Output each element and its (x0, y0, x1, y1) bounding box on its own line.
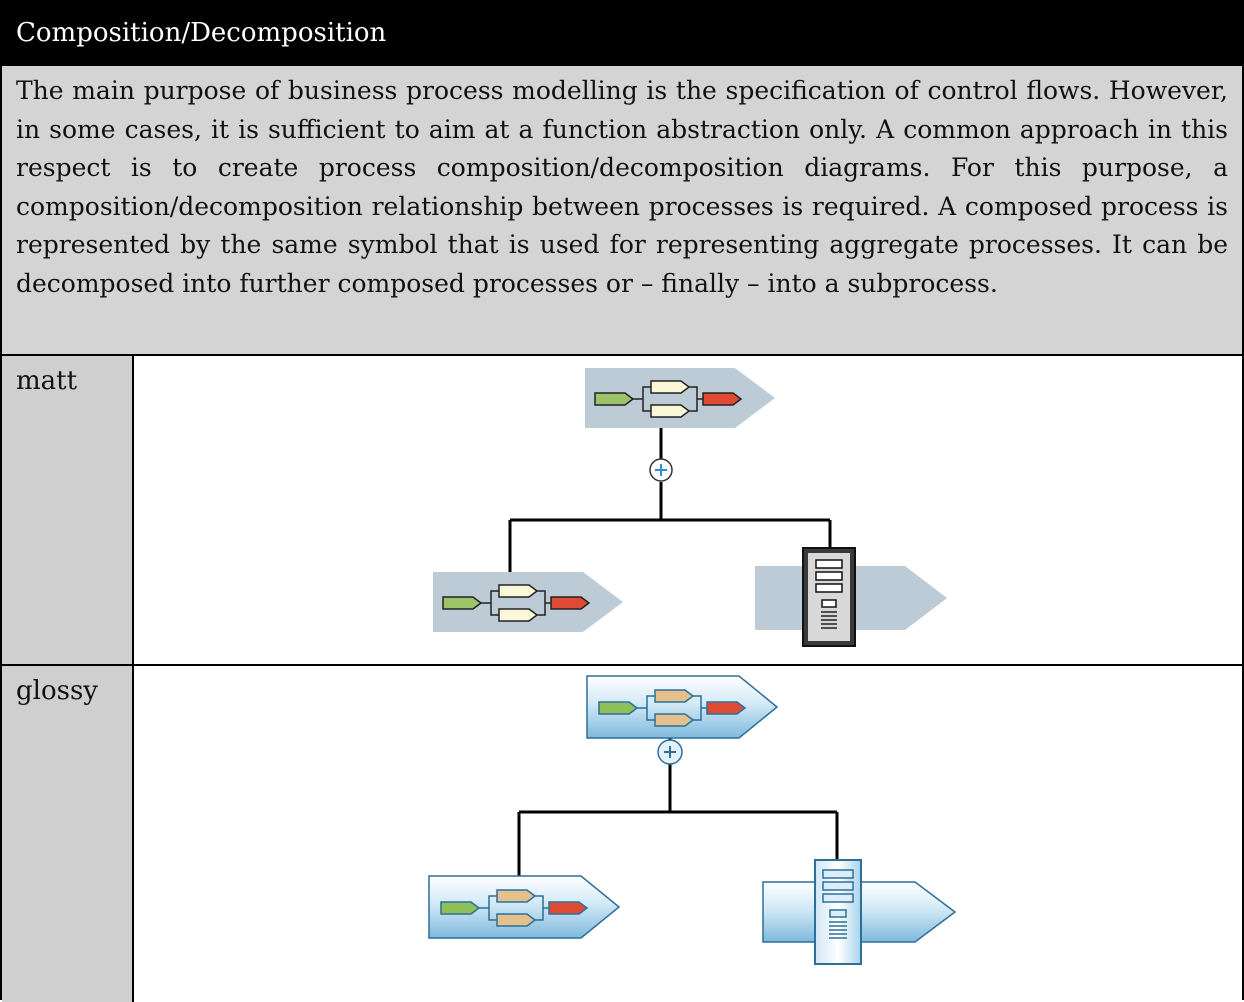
row-glossy: glossy (2, 666, 1242, 1002)
aggregate-process-icon (433, 572, 623, 632)
matt-diagram (134, 356, 1242, 664)
aggregate-process-icon (428, 875, 621, 939)
aggregate-process-icon (586, 675, 779, 739)
row-label-matt: matt (2, 356, 134, 664)
table-title: Composition/Decomposition (2, 2, 1242, 66)
subprocess-server-icon (755, 547, 947, 647)
description-paragraph: The main purpose of business process mod… (2, 66, 1242, 356)
decomposition-plus-icon (657, 739, 683, 765)
matt-connectors (508, 428, 832, 572)
glossy-diagram (134, 666, 1242, 1002)
row-label-glossy: glossy (2, 666, 134, 1002)
subprocess-server-icon (762, 859, 957, 965)
row-matt: matt (2, 356, 1242, 666)
aggregate-process-icon (585, 368, 775, 428)
decomposition-plus-icon (649, 458, 673, 482)
glossy-connectors (517, 738, 839, 876)
